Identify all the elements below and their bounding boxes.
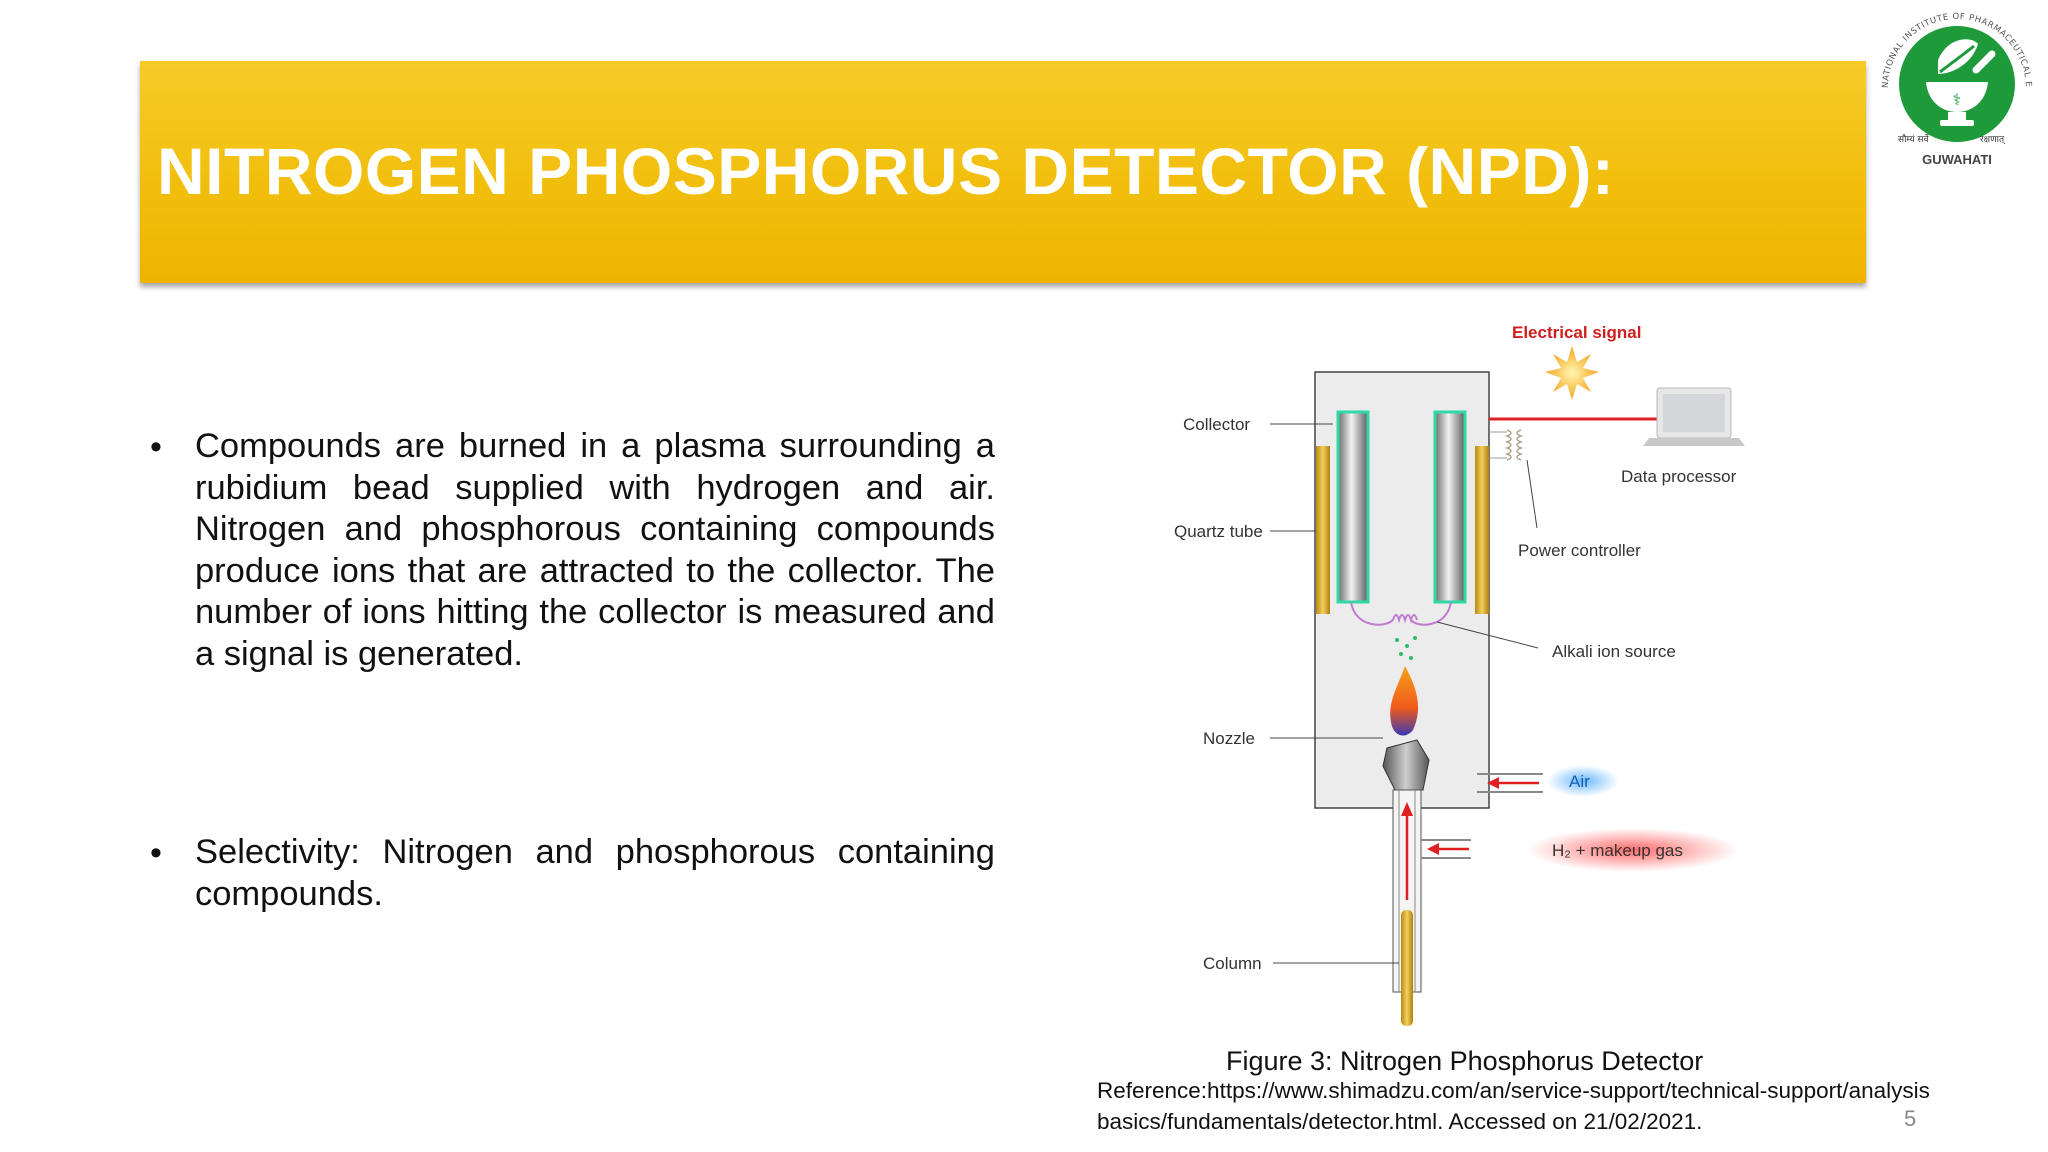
power-controller-coil bbox=[1504, 429, 1524, 461]
page-number: 5 bbox=[1904, 1106, 1917, 1131]
h2-glow bbox=[1527, 828, 1739, 872]
air-glow bbox=[1547, 765, 1619, 797]
label-air: Air bbox=[1569, 772, 1590, 791]
logo-motto-left: सौम्यं सर्वे bbox=[1898, 133, 1930, 145]
label-power-controller: Power controller bbox=[1518, 541, 1641, 560]
label-electrical-signal: Electrical signal bbox=[1512, 323, 1641, 342]
logo-rod-icon: ⚕ bbox=[1953, 90, 1962, 109]
institute-logo: NATIONAL INSTITUTE OF PHARMACEUTICAL EDU… bbox=[1868, 4, 2041, 172]
bullet-symbol: • bbox=[150, 834, 162, 872]
label-nozzle: Nozzle bbox=[1203, 729, 1255, 748]
page-title: NITROGEN PHOSPHORUS DETECTOR (NPD): bbox=[157, 134, 1615, 208]
label-alkali-ion-source: Alkali ion source bbox=[1552, 642, 1676, 661]
bullet-text: Selectivity: Nitrogen and phosphorous co… bbox=[195, 833, 995, 913]
npd-diagram: Air H₂ + makeup gas Electrical signal Co… bbox=[1174, 323, 1745, 1026]
bullet-text: Compounds are burned in a plasma surroun… bbox=[195, 427, 995, 673]
bullet-symbol: • bbox=[150, 428, 162, 466]
label-data-processor: Data processor bbox=[1621, 467, 1737, 486]
bullet-item-2: • Selectivity: Nitrogen and phosphorous … bbox=[150, 832, 995, 915]
bullet-item-1: • Compounds are burned in a plasma surro… bbox=[150, 426, 995, 676]
quartz-tube-right bbox=[1475, 446, 1489, 614]
title-banner: NITROGEN PHOSPHORUS DETECTOR (NPD): bbox=[140, 61, 1866, 283]
spark-icon bbox=[1545, 346, 1599, 400]
reference-note: Reference:https://www.shimadzu.com/an/se… bbox=[1097, 1075, 2017, 1137]
label-collector: Collector bbox=[1183, 415, 1250, 434]
nozzle bbox=[1382, 739, 1430, 791]
label-quartz-tube: Quartz tube bbox=[1174, 522, 1263, 541]
flame bbox=[1390, 666, 1419, 736]
alkali-coil bbox=[1392, 614, 1418, 624]
laptop-icon bbox=[1643, 387, 1745, 446]
logo-motto-right: रक्षणात् bbox=[1980, 135, 2006, 145]
column bbox=[1401, 910, 1413, 1026]
label-h2-makeup: H₂ + makeup gas bbox=[1552, 841, 1683, 860]
collector-right bbox=[1433, 410, 1467, 604]
collector-left bbox=[1336, 410, 1370, 604]
quartz-tube-left bbox=[1316, 446, 1330, 614]
logo-city: GUWAHATI bbox=[1922, 152, 1992, 167]
figure-caption: Figure 3: Nitrogen Phosphorus Detector bbox=[1226, 1046, 1704, 1076]
reference-line-1: Reference:https://www.shimadzu.com/an/se… bbox=[1097, 1078, 1930, 1103]
reference-line-2: basics/fundamentals/detector.html. Acces… bbox=[1097, 1109, 1703, 1134]
label-column: Column bbox=[1203, 954, 1262, 973]
